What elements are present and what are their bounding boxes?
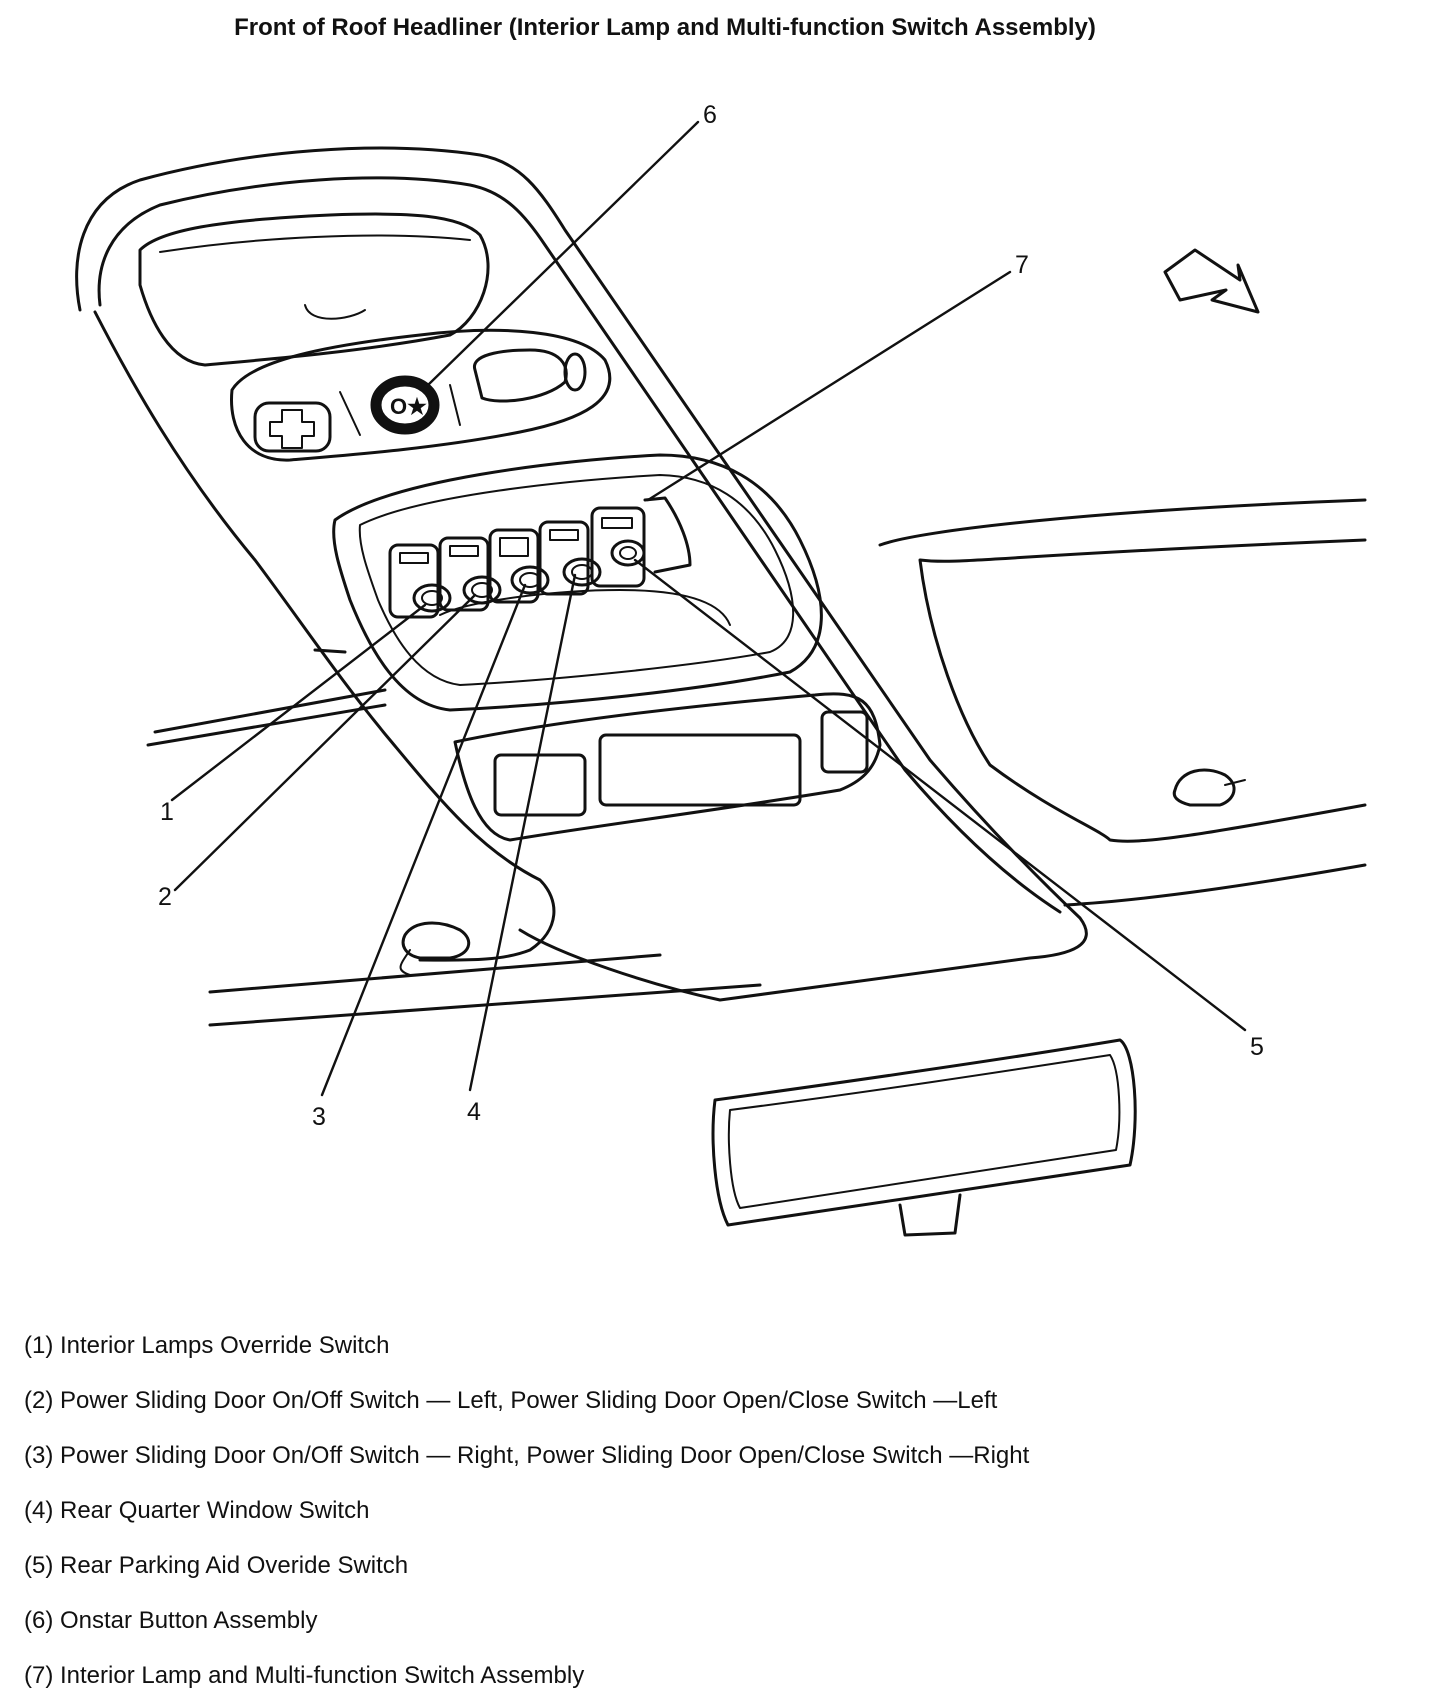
leader-line-4: [468, 573, 577, 1092]
leader-line-3: [320, 583, 527, 1097]
headliner-right-outer: [878, 498, 1367, 547]
headliner-line-left-3: [313, 648, 347, 654]
switch-rear-parking-aid-override[interactable]: [590, 506, 646, 588]
indicator-lamp: [563, 352, 587, 392]
sun-visor-clip-left: [401, 921, 471, 960]
lamp-lens-notch: [304, 304, 366, 320]
legend-item-3: (3) Power Sliding Door On/Off Switch — R…: [24, 1442, 1030, 1469]
headliner-right-opening: [918, 538, 1367, 843]
leader-line-6: [426, 120, 700, 387]
callout-3: 3: [312, 1103, 326, 1131]
console-lower-edge: [453, 692, 882, 842]
first-aid-button[interactable]: [253, 401, 332, 453]
callout-4: 4: [467, 1098, 481, 1126]
onstar-panel-divider-right: [449, 384, 461, 426]
rearview-mirror-glass: [727, 1054, 1121, 1209]
switch-assembly-end-cap: [643, 496, 692, 574]
console-vent-left: [493, 753, 587, 817]
onstar-button-text: O★: [390, 394, 427, 419]
legend-item-5: (5) Rear Parking Aid Overide Switch: [24, 1552, 409, 1579]
console-vent-center: [598, 733, 802, 807]
sun-visor-clip-right: [1172, 768, 1236, 807]
onstar-panel-divider-left: [339, 391, 361, 436]
leader-line-7: [646, 270, 1012, 502]
switch-power-sliding-door-left[interactable]: [438, 536, 502, 612]
parts-legend: (1) Interior Lamps Override Switch (2) P…: [24, 1318, 1029, 1703]
onstar-panel-outline: [230, 328, 612, 462]
headliner-line-bottom-2: [208, 983, 762, 1027]
console-outer-outline: [75, 146, 1088, 1002]
leader-line-5: [633, 558, 1247, 1032]
legend-item-4: (4) Rear Quarter Window Switch: [24, 1497, 370, 1524]
microphone-grille: [473, 348, 568, 403]
switch-interior-lamps-override[interactable]: [388, 543, 452, 619]
legend-item-7: (7) Interior Lamp and Multi-function Swi…: [24, 1662, 585, 1689]
sun-visor-clip-right-strap: [1224, 779, 1246, 786]
callout-2: 2: [158, 883, 172, 911]
headliner-line-left-2: [153, 688, 387, 734]
roof-headliner-drawing: O★: [75, 101, 1367, 1237]
console-inner-outline: [97, 176, 1062, 914]
callout-6: 6: [703, 101, 717, 129]
lamp-lens-outer: [138, 212, 490, 367]
legend-item-1: (1) Interior Lamps Override Switch: [24, 1332, 390, 1359]
rearview-mirror-mount: [898, 1193, 962, 1237]
callout-7: 7: [1015, 251, 1029, 279]
console-front-edge: [93, 310, 556, 962]
lamp-lens-inner: [159, 234, 471, 253]
callout-5: 5: [1250, 1033, 1264, 1061]
legend-item-2: (2) Power Sliding Door On/Off Switch — L…: [24, 1387, 998, 1414]
headliner-right-lower: [1063, 863, 1367, 907]
diagram-title: Front of Roof Headliner (Interior Lamp a…: [234, 14, 1096, 41]
headliner-line-left-1: [146, 703, 387, 747]
leader-line-1: [170, 603, 427, 802]
rearview-mirror-outer: [711, 1038, 1137, 1227]
leader-line-2: [173, 593, 477, 892]
onstar-button-ring: [378, 383, 432, 427]
front-direction-arrow-icon: [1163, 248, 1260, 314]
headliner-line-bottom-1: [208, 953, 662, 994]
first-aid-cross-icon: [269, 409, 315, 449]
console-vent-right: [820, 710, 869, 774]
sun-visor-clip-left-strap: [399, 949, 411, 976]
callout-1: 1: [160, 798, 174, 826]
legend-item-6: (6) Onstar Button Assembly: [24, 1607, 318, 1634]
switch-bezel-inner: [358, 474, 795, 686]
switch-bezel-outer: [332, 453, 823, 712]
